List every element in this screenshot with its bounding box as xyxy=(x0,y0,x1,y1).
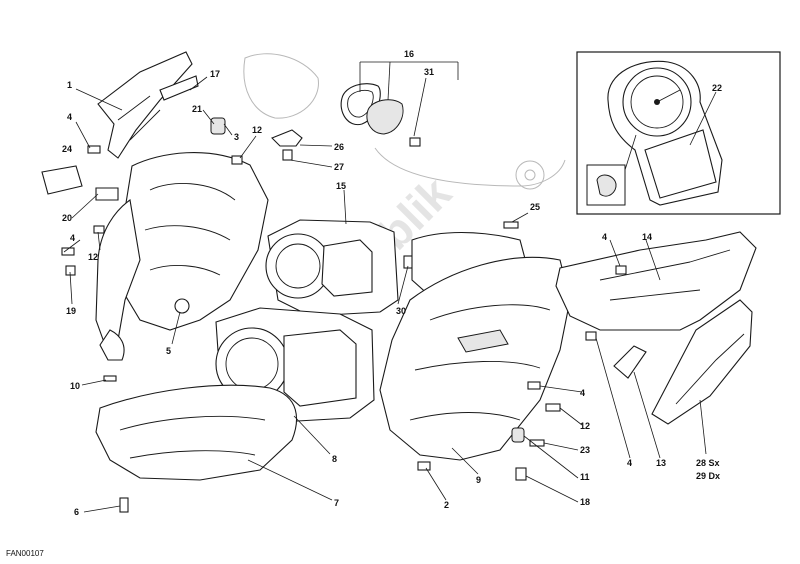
callout-27: 27 xyxy=(334,162,344,172)
clip-10 xyxy=(103,375,117,382)
callout-7: 7 xyxy=(334,498,339,508)
bracket-plate xyxy=(159,75,199,101)
callout-4: 4 xyxy=(67,112,72,122)
lower-reflector-housing xyxy=(283,329,357,407)
callout-5: 5 xyxy=(166,346,171,356)
fairing-side-panel xyxy=(379,256,571,461)
screw-6 xyxy=(119,497,129,513)
air-duct-rubber xyxy=(41,165,83,195)
headlight-support-bracket xyxy=(97,51,193,159)
gear-watermark-icon xyxy=(515,160,545,190)
callout-12: 12 xyxy=(252,125,262,135)
callout-12: 12 xyxy=(580,421,590,431)
fairing-bracket-assembly xyxy=(41,51,319,361)
callout-16: 16 xyxy=(404,49,414,59)
callout-23: 23 xyxy=(580,445,590,455)
bracket-26 xyxy=(271,129,303,147)
bolt-2 xyxy=(417,461,431,471)
callout-26: 26 xyxy=(334,142,344,152)
callout-20: 20 xyxy=(62,213,72,223)
callout-22: 22 xyxy=(712,83,722,93)
subframe-bracket-14 xyxy=(555,231,757,331)
bolt-27 xyxy=(282,149,293,161)
diagram-code: FAN00107 xyxy=(6,549,44,558)
clip-25 xyxy=(503,221,519,229)
side-panel-strip xyxy=(95,199,141,346)
callout-14: 14 xyxy=(642,232,652,242)
callout-labels: 1 17 4 21 3 12 26 27 24 16 31 22 15 25 2… xyxy=(62,49,722,517)
fastener-5 xyxy=(174,298,190,314)
callout-11: 11 xyxy=(580,472,590,482)
lcd-display xyxy=(644,129,717,199)
instrument-inset xyxy=(576,51,781,215)
connector-detail xyxy=(596,174,617,197)
callout-9: 9 xyxy=(476,475,481,485)
callout-4: 4 xyxy=(580,388,585,398)
side-cover-28-29 xyxy=(651,299,753,425)
callout-31: 31 xyxy=(424,67,434,77)
lower-fairing-7 xyxy=(95,384,298,481)
callout-12: 12 xyxy=(88,252,98,262)
fairing-decal xyxy=(457,329,509,353)
bolt-12b xyxy=(93,225,105,234)
callout-1: 1 xyxy=(67,80,72,90)
spacer-18 xyxy=(515,467,527,481)
rubber-grommet xyxy=(210,117,226,135)
bolt-12a xyxy=(231,155,243,165)
callout-28-sx: 28 Sx xyxy=(696,458,720,468)
bolt-4a xyxy=(87,145,101,154)
callout-2: 2 xyxy=(444,500,449,510)
callout-4: 4 xyxy=(70,233,75,243)
reflector-13 xyxy=(613,345,647,379)
callout-3: 3 xyxy=(234,132,239,142)
small-bracket-group xyxy=(87,129,303,165)
callout-29-dx: 29 Dx xyxy=(696,471,720,481)
rear-bracket-assembly xyxy=(555,231,757,425)
callout-4: 4 xyxy=(627,458,632,468)
hose-clamp xyxy=(95,187,119,201)
leader-lines xyxy=(63,61,717,513)
mirror-lens-set xyxy=(340,83,566,187)
fairing-shell-9 xyxy=(379,256,571,461)
bolt-12c xyxy=(545,403,561,412)
callout-6: 6 xyxy=(74,507,79,517)
callout-13: 13 xyxy=(656,458,666,468)
upper-reflector-housing xyxy=(321,239,373,297)
lower-fairing-panel xyxy=(95,375,298,513)
callout-4: 4 xyxy=(602,232,607,242)
callout-25: 25 xyxy=(530,202,540,212)
lens-glass xyxy=(366,99,404,135)
screw-23 xyxy=(529,439,545,447)
headlight-outline xyxy=(243,53,319,119)
callout-24: 24 xyxy=(62,144,72,154)
hardware-group xyxy=(61,221,597,481)
bolt-4d xyxy=(527,381,541,390)
callout-19: 19 xyxy=(66,306,76,316)
bolt-4c xyxy=(615,265,627,275)
callout-15: 15 xyxy=(336,181,346,191)
panel-tab xyxy=(99,329,125,361)
callout-30: 30 xyxy=(396,306,406,316)
rubber-grommet-11 xyxy=(511,427,525,443)
duct-outline xyxy=(374,147,566,187)
callout-21: 21 xyxy=(192,104,202,114)
lens-screw xyxy=(409,137,421,147)
bolt-4b xyxy=(61,247,75,256)
callout-10: 10 xyxy=(70,381,80,391)
bolt-4e xyxy=(585,331,597,341)
tachometer-needle xyxy=(656,89,681,103)
callout-17: 17 xyxy=(210,69,220,79)
inner-fairing-panel xyxy=(119,152,269,331)
callout-18: 18 xyxy=(580,497,590,507)
callout-8: 8 xyxy=(332,454,337,464)
